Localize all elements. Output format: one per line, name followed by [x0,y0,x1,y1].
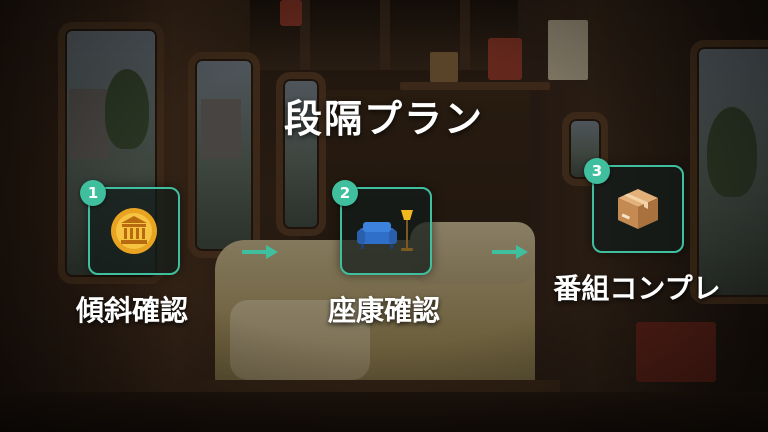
arrow-right-icon [492,245,528,259]
step-2-label: 座康確認 [327,294,440,327]
step-2-tile [340,187,432,275]
step-3-number-badge: 3 [584,158,610,184]
step-1-tile [88,187,180,275]
couch-lamp-icon [342,189,430,273]
step-1-number-badge: 1 [80,180,106,206]
step-1-label: 傾斜確認 [75,294,188,327]
package-box-icon [594,167,682,251]
plan-title: 段隔プラン [283,97,484,141]
step-3-tile [592,165,684,253]
step-2-number-badge: 2 [332,180,358,206]
bank-coin-icon [90,189,178,273]
step-3-label: 番組コンプレ [553,272,721,305]
arrow-right-icon [242,245,278,259]
